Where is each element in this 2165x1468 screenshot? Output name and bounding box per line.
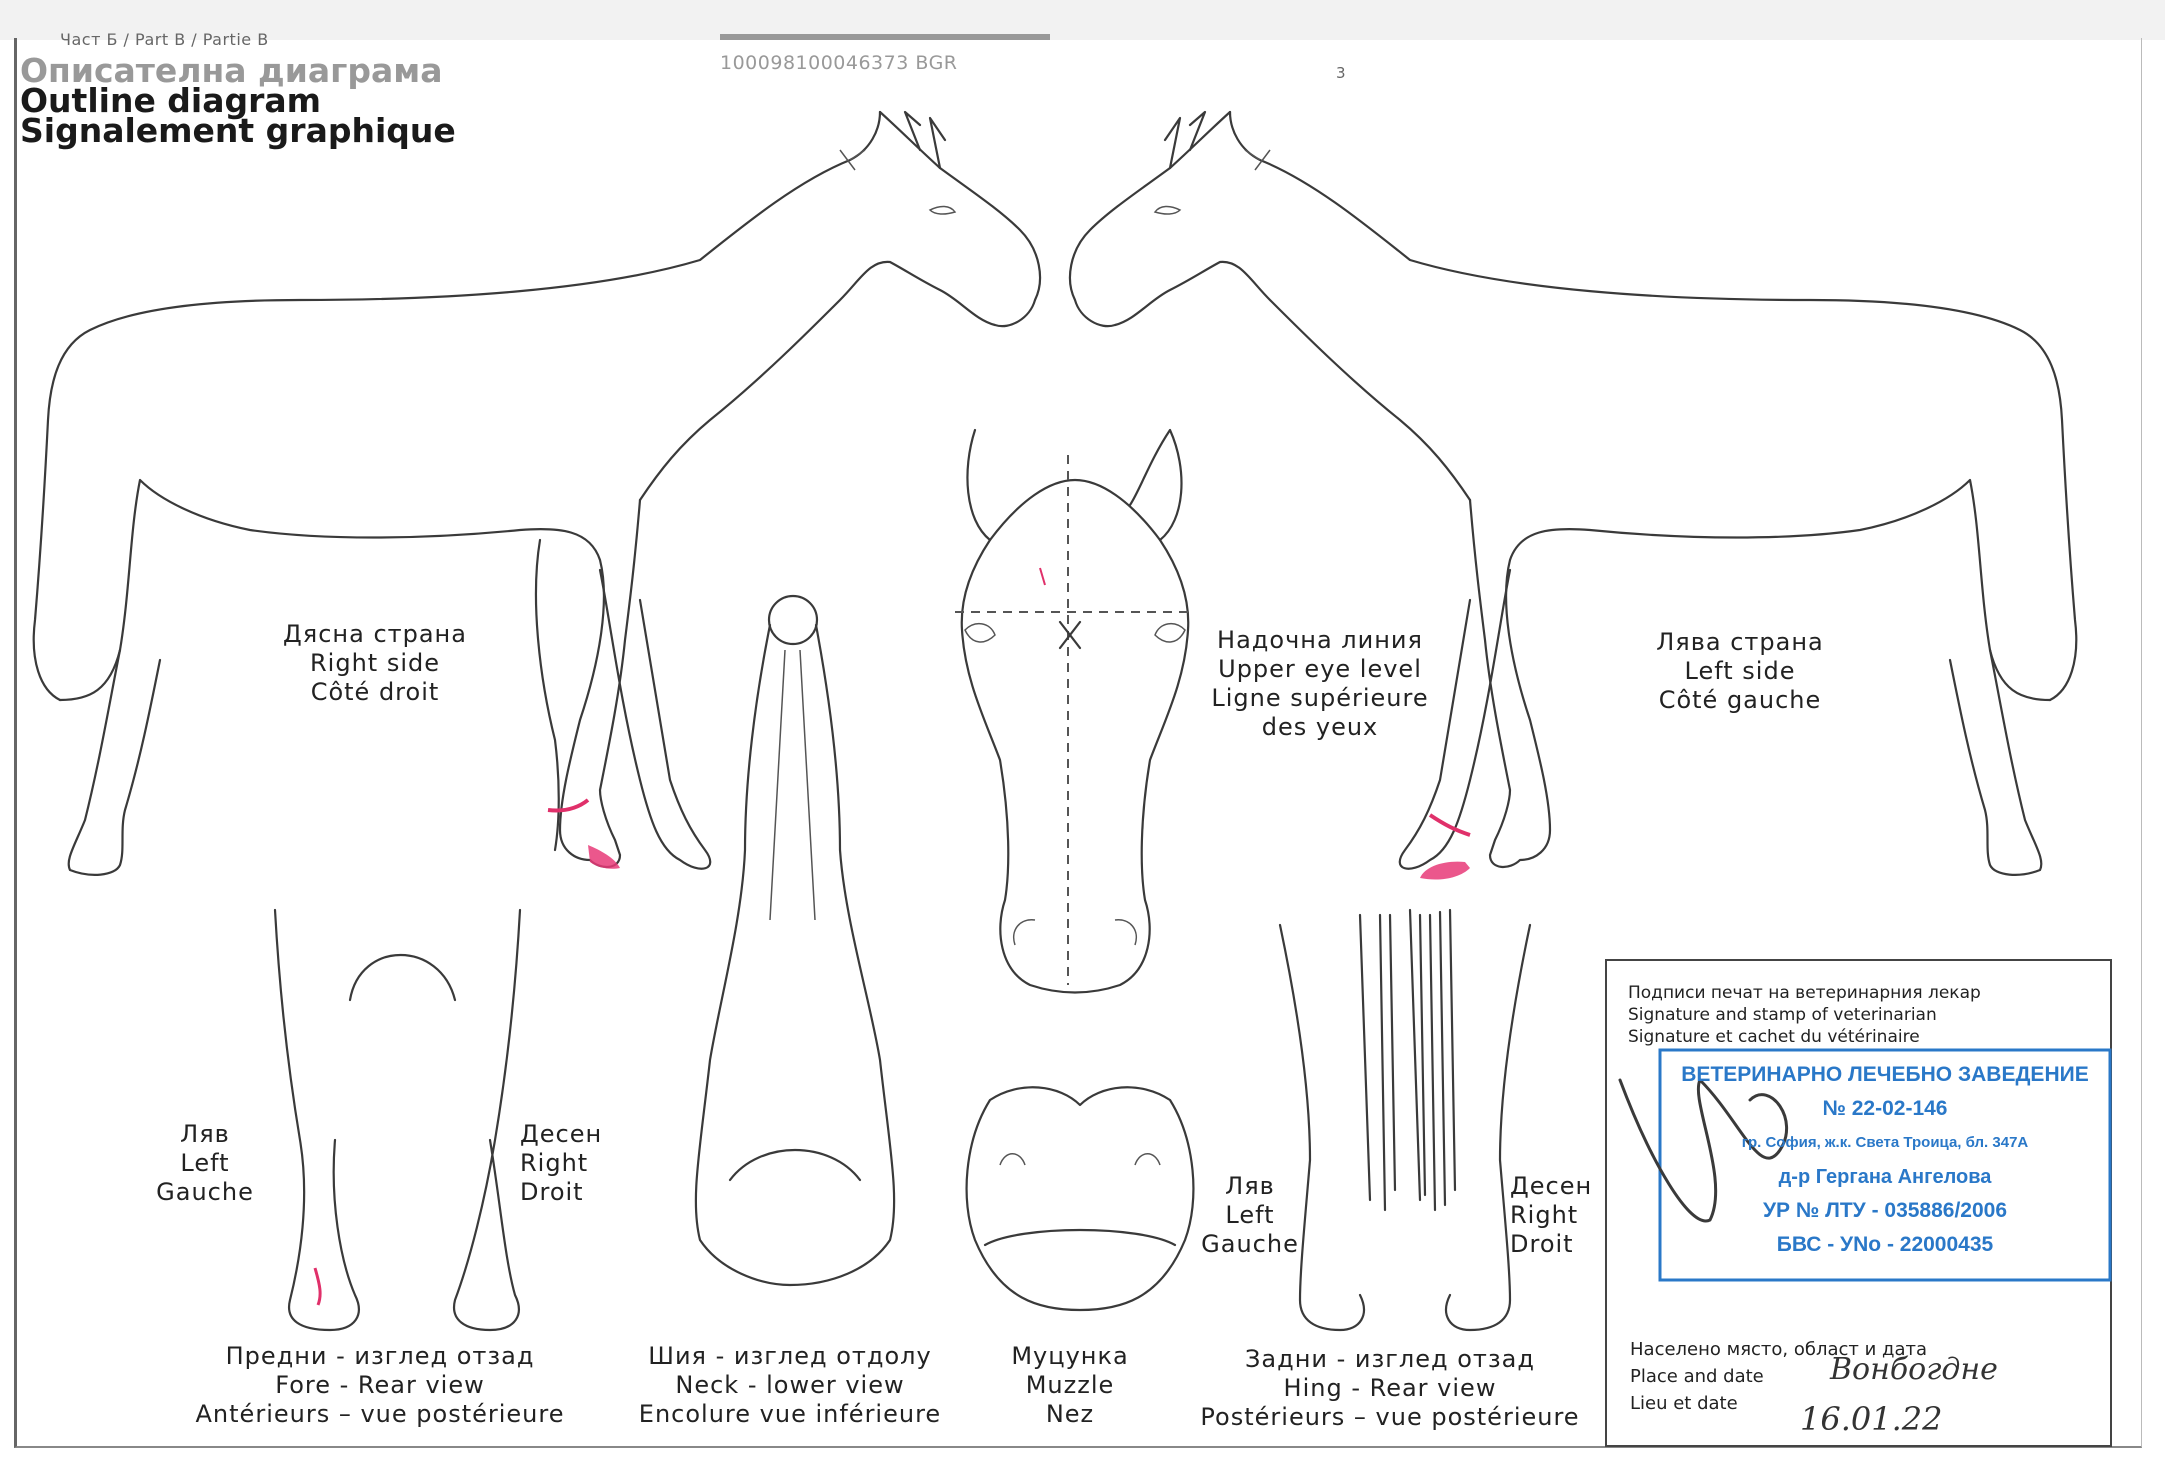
- signature-stroke: [1618, 1078, 1788, 1223]
- handwritten-place: Вонбогдне: [1830, 1352, 1998, 1387]
- part-label: Част Б / Part B / Partie B: [60, 30, 269, 49]
- muzzle-drawing: [965, 1086, 1195, 1312]
- header-rule: [720, 34, 1050, 40]
- horse-left-side-drawing: [1068, 110, 2078, 880]
- page-edge: [0, 0, 2165, 40]
- neck-lower-view-drawing: [694, 594, 896, 1287]
- title-en: Outline diagram: [20, 81, 322, 120]
- page-number: 3: [1336, 64, 1347, 82]
- doc-number: 100098100046373 BGR: [720, 52, 958, 74]
- fore-legs-drawing: [273, 908, 522, 1332]
- title-fr: Signalement graphique: [20, 111, 456, 150]
- stamp-border: [1658, 1048, 2112, 1282]
- hind-legs-drawing: [1278, 908, 1532, 1332]
- head-front-drawing: [955, 428, 1195, 994]
- handwritten-date: 16.01.22: [1800, 1400, 1943, 1438]
- horse-right-side-drawing: [32, 110, 1042, 876]
- veterinary-stamp: ВЕТЕРИНАРНО ЛЕЧЕБНО ЗАВЕДЕНИЕ № 22-02-14…: [1681, 1063, 2089, 1256]
- page-frame: [14, 38, 2142, 1448]
- title-bg: Описателна диаграма: [20, 51, 443, 90]
